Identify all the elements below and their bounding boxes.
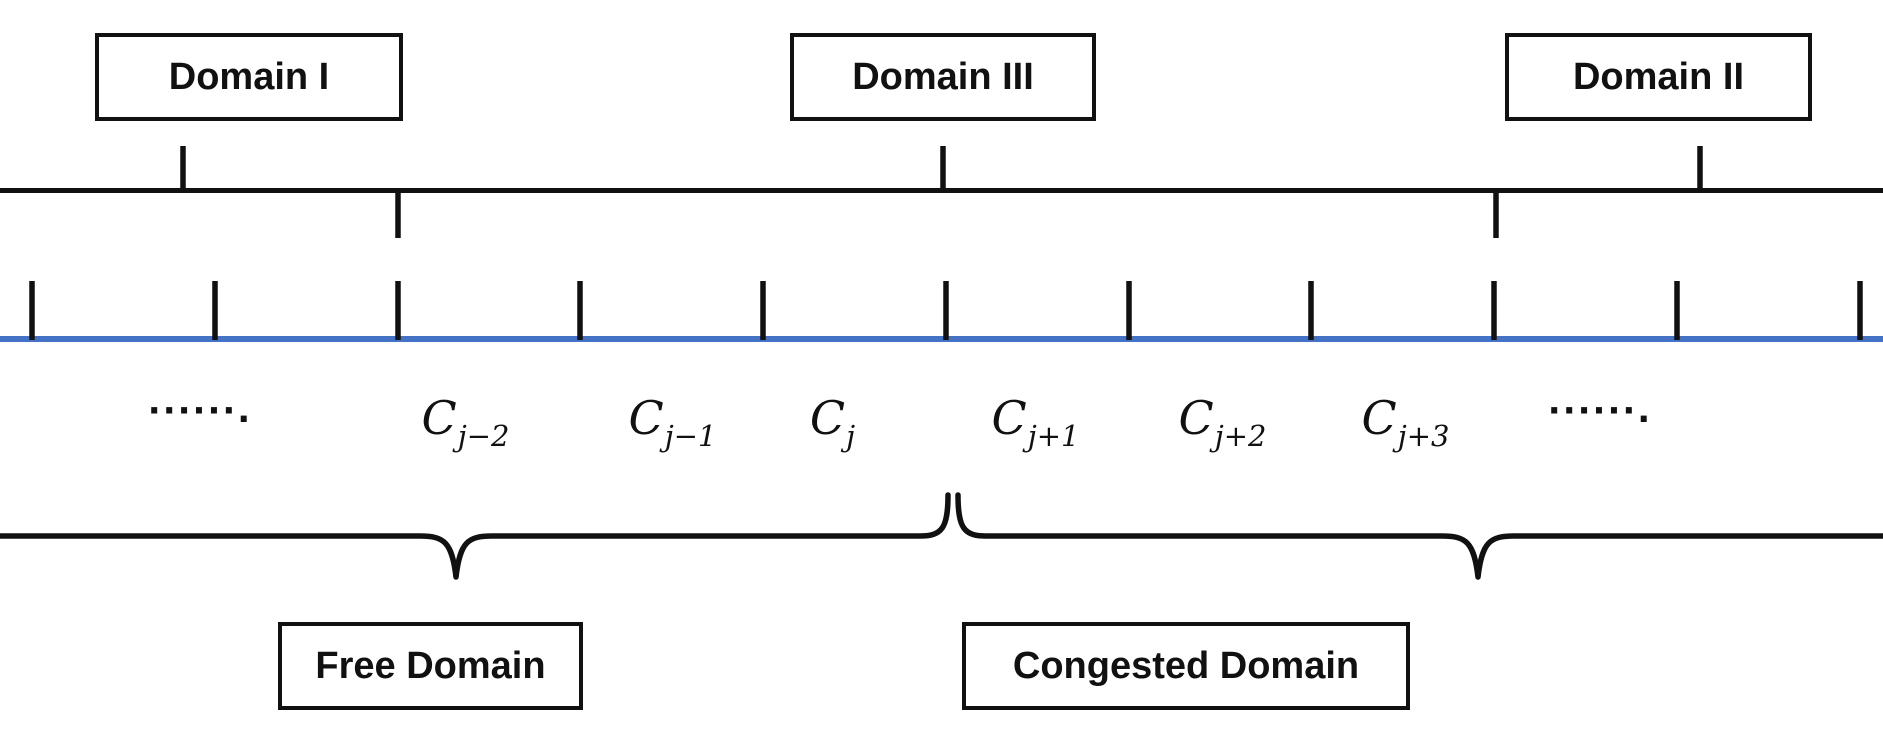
ellipsis-label: ······. [147, 391, 253, 431]
domain-iii-label: Domain III [852, 55, 1034, 98]
congested-domain-brace [955, 492, 1883, 580]
cell-label-base: C [1178, 391, 1214, 445]
cell-label-base: C [628, 391, 664, 445]
cell-label-base: C [991, 391, 1027, 445]
domain-i-label: Domain I [168, 55, 330, 98]
cell-label-subscript: j+1 [1027, 419, 1080, 453]
cell-label-subscript: j−2 [457, 419, 510, 453]
cell-label: Cj+1 [991, 383, 1080, 453]
congested-domain-label: Congested Domain [1012, 644, 1360, 687]
cell-label: Cj−1 [628, 383, 717, 453]
cell-label-base: C [421, 391, 457, 445]
cell-label: Cj [809, 383, 856, 453]
cell-label-subscript: j+2 [1214, 419, 1267, 453]
cell-label-subscript: j [846, 419, 856, 453]
cell-label: Cj−2 [421, 383, 510, 453]
cell-label-subscript: j+3 [1397, 419, 1450, 453]
domain-iii-box: Domain III [790, 33, 1096, 121]
cell-label: Cj+2 [1178, 383, 1267, 453]
tick-group [29, 146, 1863, 340]
domain-ii-label: Domain II [1572, 55, 1745, 98]
cell-label-base: C [1361, 391, 1397, 445]
free-domain-brace [0, 492, 951, 580]
domain-i-box: Domain I [95, 33, 403, 121]
free-domain-box: Free Domain [278, 622, 583, 710]
ellipsis-label: ······. [1547, 391, 1653, 431]
congested-domain-box: Congested Domain [962, 622, 1410, 710]
cell-label: Cj+3 [1361, 383, 1450, 453]
cell-label-subscript: j−1 [664, 419, 717, 453]
domain-ii-box: Domain II [1505, 33, 1812, 121]
cell-label-base: C [809, 391, 846, 445]
free-domain-label: Free Domain [315, 644, 546, 687]
